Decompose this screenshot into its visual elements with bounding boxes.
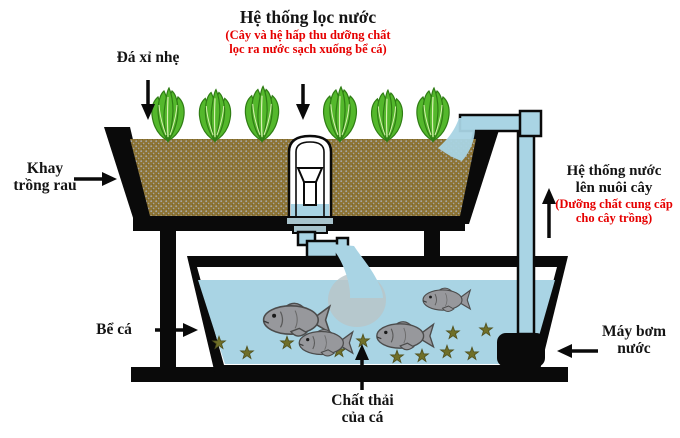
title-note-line2: lọc ra nước sạch xuống bể cá) <box>229 42 387 57</box>
arrow-down-icon <box>141 80 155 120</box>
riser-pipe <box>516 126 536 336</box>
annotation-arrows <box>74 80 598 390</box>
arrow-down-icon <box>296 84 310 120</box>
stand-left-leg <box>160 228 176 374</box>
pump-label: Máy bơm nước <box>601 323 667 358</box>
stand-right-leg <box>424 228 440 262</box>
lettuce-plant <box>416 87 450 142</box>
arrow-right-icon <box>155 323 198 337</box>
fish-waste-label: Chất thải của cá <box>331 392 394 427</box>
arrow-left-icon <box>557 344 598 358</box>
fish-tank-label: Bể cá <box>96 321 132 338</box>
pipe-elbow <box>518 109 543 138</box>
media-label: Đá xỉ nhẹ <box>116 49 180 66</box>
lettuce-plant <box>151 87 185 142</box>
arrow-up-icon <box>355 344 369 390</box>
arrow-right-icon <box>74 172 117 186</box>
siphon-water <box>291 204 329 217</box>
title-note-line1: (Cây và hệ hấp thu dưỡng chất <box>225 27 391 42</box>
lettuce-plant <box>370 89 404 142</box>
title-block: Hệ thống lọc nước (Cây và hệ hấp thu dưỡ… <box>183 7 433 57</box>
pipe-outflow-water <box>438 118 475 161</box>
supply-piping <box>438 109 543 336</box>
water-pump <box>497 333 545 367</box>
water-system-label: Hệ thống nước lên nuôi cây (Dưỡng chất c… <box>555 163 673 226</box>
lettuce-plant <box>244 85 280 142</box>
siphon-flange <box>285 216 335 226</box>
arrow-up-icon <box>542 188 556 238</box>
falling-water-stream <box>332 244 383 298</box>
grow-bed-left-wall <box>104 127 153 224</box>
grow-tray-label: Khay trồng rau <box>13 160 77 195</box>
bell-siphon <box>285 134 350 261</box>
diagram-title: Hệ thống lọc nước <box>239 7 377 27</box>
fish-tank <box>187 244 568 374</box>
lettuce-plant <box>322 86 358 142</box>
lettuce-plant <box>198 89 232 142</box>
